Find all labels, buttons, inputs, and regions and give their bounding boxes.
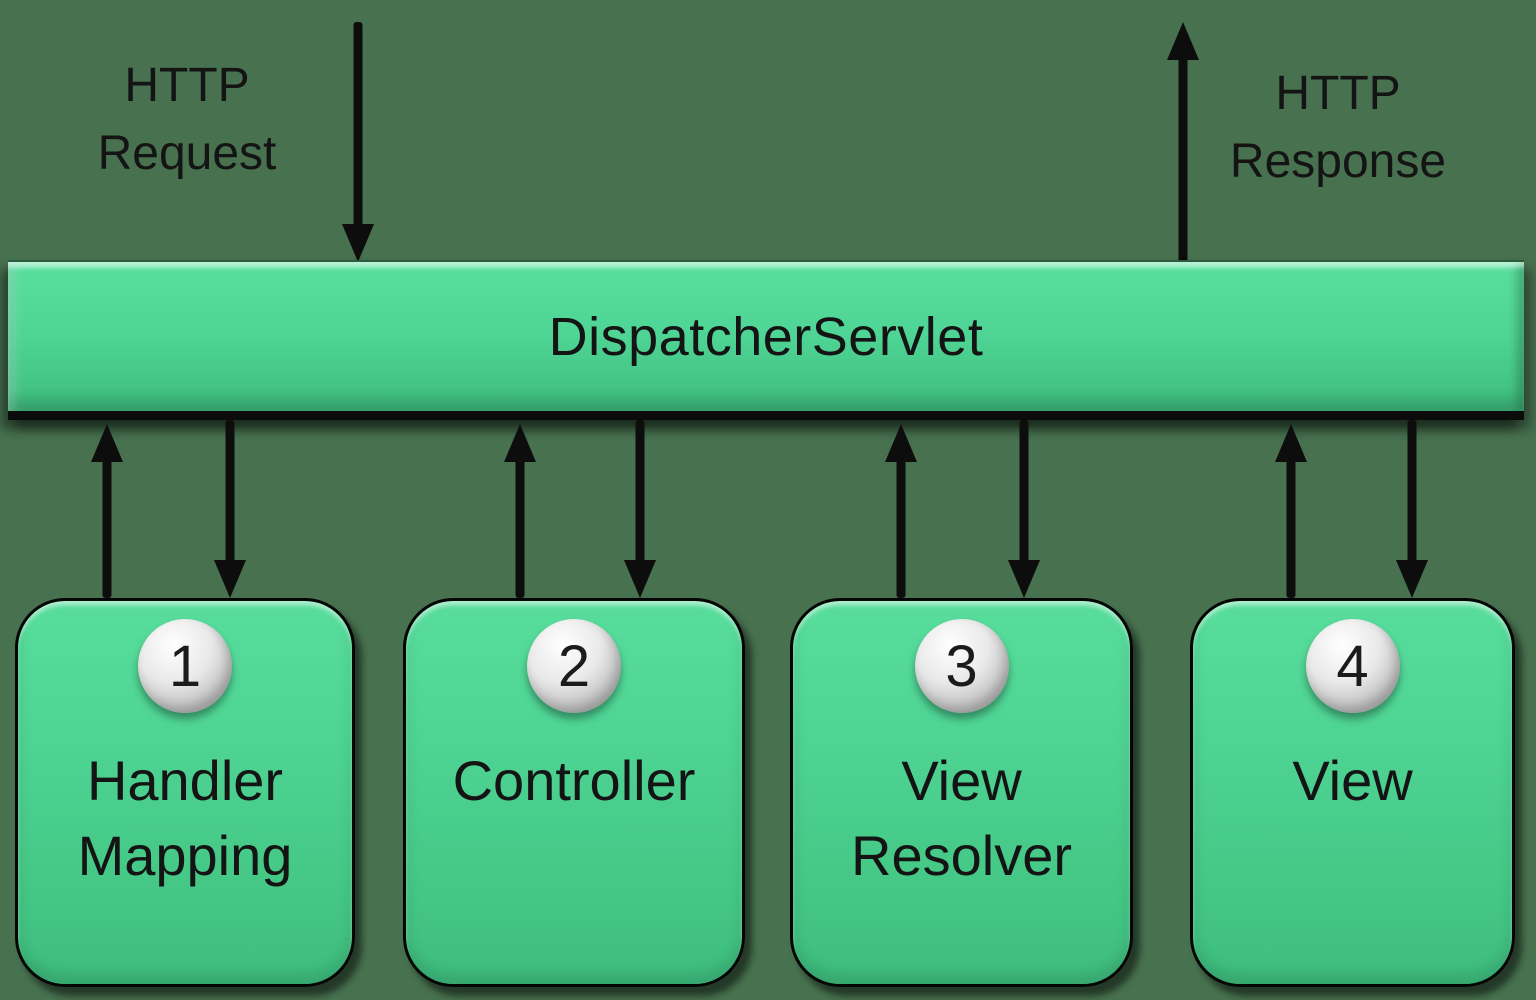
arrow-head xyxy=(91,424,123,462)
step-number: 3 xyxy=(945,633,978,699)
view-box: 4 View xyxy=(1190,598,1515,987)
step-number: 2 xyxy=(557,633,591,699)
controller-up-arrow-icon xyxy=(503,424,537,598)
controller-down-arrow-icon xyxy=(623,420,657,598)
label-line: View xyxy=(901,749,1022,812)
http-request-arrow-icon xyxy=(341,22,375,262)
label-line: Mapping xyxy=(77,824,293,887)
step-number: 4 xyxy=(1336,633,1369,699)
http-request-label: HTTP Request xyxy=(57,52,317,188)
arrow-head xyxy=(624,560,656,598)
arrow-head xyxy=(504,424,536,462)
view-resolver-box: 3 View Resolver xyxy=(790,598,1133,987)
arrow-head xyxy=(885,424,917,462)
arrow-shaft xyxy=(635,420,645,568)
arrow-shaft xyxy=(225,420,235,568)
arrow-shaft xyxy=(1019,420,1029,568)
view-resolver-label: View Resolver xyxy=(793,743,1130,893)
handler-mapping-up-arrow-icon xyxy=(90,424,124,598)
http-response-arrow-icon xyxy=(1166,22,1200,262)
arrow-shaft xyxy=(102,454,112,598)
arrow-head xyxy=(342,224,374,262)
view-resolver-down-arrow-icon xyxy=(1007,420,1041,598)
http-response-label: HTTP Response xyxy=(1188,60,1488,196)
arrow-shaft xyxy=(1407,420,1417,568)
dispatcher-servlet-bar: DispatcherServlet xyxy=(8,260,1524,420)
arrow-head xyxy=(1008,560,1040,598)
view-label: View xyxy=(1193,743,1512,818)
http-response-line1: HTTP xyxy=(1275,67,1401,120)
http-request-line1: HTTP xyxy=(124,59,250,112)
view-up-arrow-icon xyxy=(1274,424,1308,598)
arrow-head xyxy=(214,560,246,598)
view-down-arrow-icon xyxy=(1395,420,1429,598)
arrow-shaft xyxy=(896,454,906,598)
label-line: Handler xyxy=(86,749,284,812)
arrow-shaft xyxy=(353,22,363,232)
controller-label: Controller xyxy=(406,743,742,818)
label-line: Resolver xyxy=(851,824,1072,887)
handler-mapping-box: 1 Handler Mapping xyxy=(15,598,355,987)
controller-box: 2 Controller xyxy=(403,598,745,987)
label-line: Controller xyxy=(452,749,696,812)
arrow-head xyxy=(1275,424,1307,462)
dispatcher-servlet-label: DispatcherServlet xyxy=(548,306,984,367)
http-response-line2: Response xyxy=(1229,135,1447,188)
handler-mapping-label: Handler Mapping xyxy=(18,743,352,893)
handler-mapping-down-arrow-icon xyxy=(213,420,247,598)
step-1-badge: 1 xyxy=(138,619,232,713)
http-request-line2: Request xyxy=(97,127,277,180)
label-line: View xyxy=(1292,749,1413,812)
view-resolver-up-arrow-icon xyxy=(884,424,918,598)
step-number: 1 xyxy=(168,633,202,699)
step-2-badge: 2 xyxy=(527,619,621,713)
arrow-head xyxy=(1167,22,1199,60)
arrow-shaft xyxy=(1286,454,1296,598)
arrow-head xyxy=(1396,560,1428,598)
arrow-shaft xyxy=(1178,52,1188,262)
step-4-badge: 4 xyxy=(1305,619,1400,713)
step-3-badge: 3 xyxy=(914,619,1009,713)
arrow-shaft xyxy=(515,454,525,598)
